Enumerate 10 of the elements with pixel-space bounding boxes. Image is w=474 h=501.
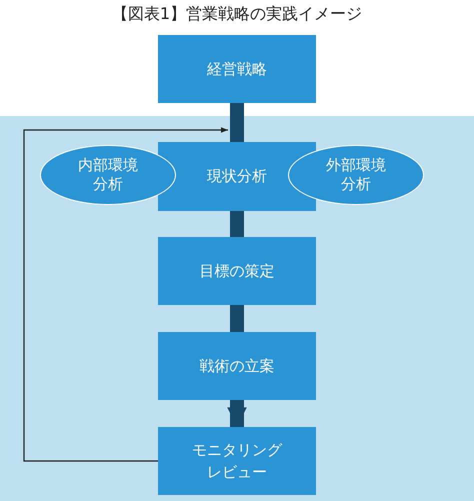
process-box: モニタリングレビュー — [158, 427, 316, 495]
connector-bar — [230, 103, 244, 142]
title: 【図表1】営業戦略の実践イメージ — [110, 4, 364, 25]
connector-bar — [230, 211, 244, 237]
feedback-arrow — [23, 127, 228, 462]
arrow — [227, 400, 247, 427]
connector-bar — [230, 305, 244, 332]
process-box: 戦術の立案 — [158, 332, 316, 400]
process-box: 目標の策定 — [158, 237, 316, 305]
process-box: 経営戦略 — [158, 35, 316, 103]
